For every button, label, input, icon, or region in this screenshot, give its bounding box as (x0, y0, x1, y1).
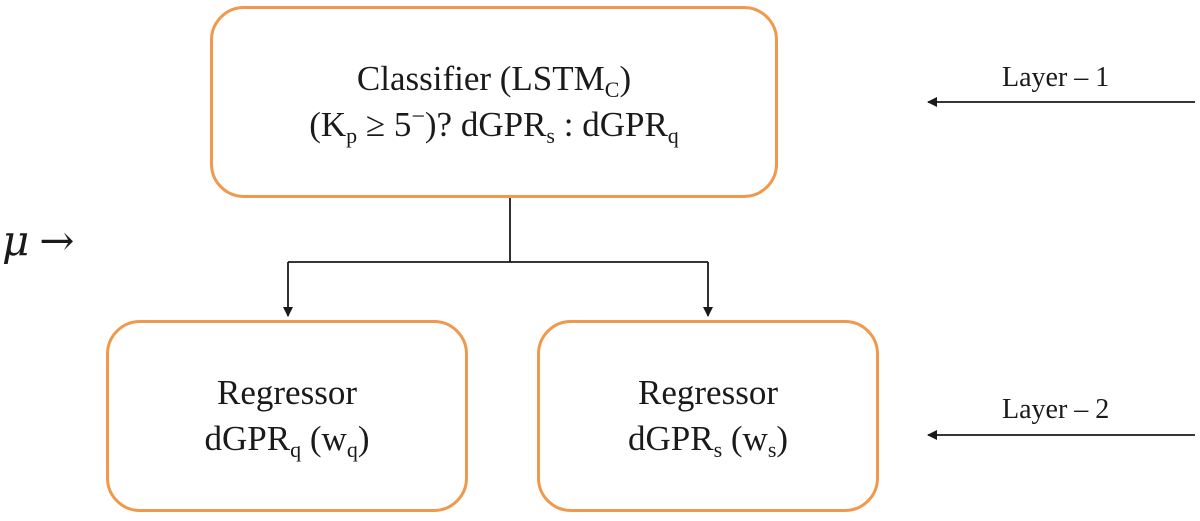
regressor-q-model-subscript: q (290, 437, 302, 462)
regressor-s-model-text: dGPR (627, 419, 714, 458)
classifier-rule-open: (K (309, 105, 347, 144)
regressor-s-model-subscript: s (713, 437, 723, 462)
classifier-title-text: Classifier (LSTM (356, 59, 605, 98)
classifier-rule-mid: )? dGPR (424, 105, 547, 144)
regressor-s-weight-open: (w (722, 419, 768, 458)
classifier-title: Classifier (LSTMC) (357, 56, 631, 102)
classifier-rule-superscript: − (411, 104, 425, 130)
input-mu: μ→ (2, 216, 75, 266)
regressor-q-title: Regressor (217, 373, 357, 412)
regressor-q-weight-close: ) (357, 419, 370, 458)
regressor-q-node: Regressor dGPRq (wq) (106, 320, 468, 512)
regressor-s-node: Regressor dGPRs (ws) (537, 320, 879, 512)
classifier-rule-ge: ≥ 5 (357, 105, 412, 144)
classifier-title-close: ) (619, 59, 632, 98)
classifier-rule-kp-subscript: p (346, 123, 358, 148)
regressor-q-model: dGPRq (wq) (205, 416, 370, 462)
regressor-q-model-text: dGPR (204, 419, 291, 458)
regressor-s-weight-subscript: s (767, 437, 777, 462)
layer-1-label: Layer – 1 (1002, 62, 1110, 93)
classifier-rule-s-subscript: s (546, 123, 555, 148)
classifier-rule-q-subscript: q (667, 123, 679, 148)
regressor-q-weight-subscript: q (346, 437, 358, 462)
classifier-rule-colon: : dGPR (554, 105, 668, 144)
regressor-s-weight-close: ) (776, 419, 789, 458)
classifier-rule: (Kp ≥ 5−)? dGPRs : dGPRq (309, 102, 679, 148)
layer-2-label: Layer – 2 (1002, 394, 1110, 425)
regressor-s-title: Regressor (638, 373, 778, 412)
mu-arrow: → (39, 216, 75, 265)
mu-symbol: μ (2, 216, 30, 265)
classifier-title-subscript: C (604, 77, 620, 102)
regressor-q-weight-open: (w (301, 419, 347, 458)
classifier-node: Classifier (LSTMC) (Kp ≥ 5−)? dGPRs : dG… (210, 6, 778, 198)
regressor-s-model: dGPRs (ws) (628, 416, 788, 462)
